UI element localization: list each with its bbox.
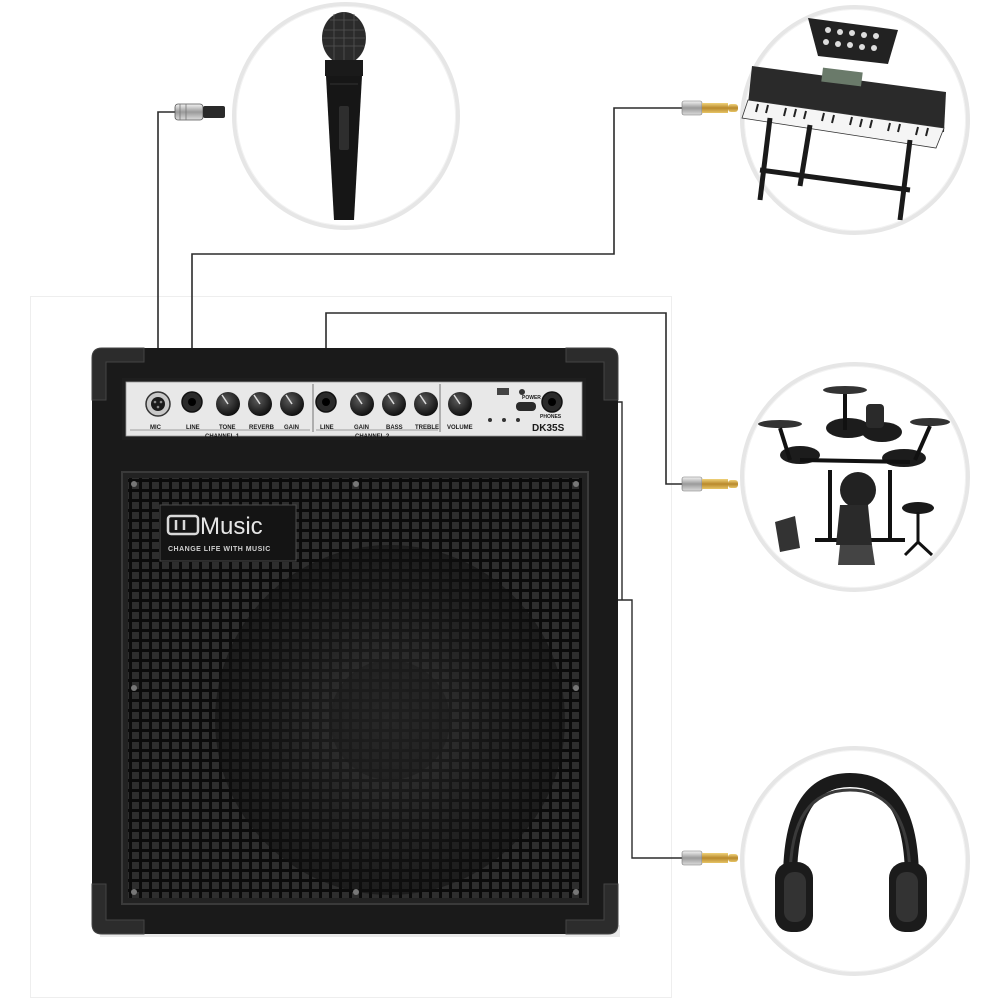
headphone-plug [681,850,738,866]
label-line-2: LINE [320,425,334,431]
label-reverb: REVERB [249,425,275,431]
knob-volume [448,392,472,416]
label-tone: TONE [219,425,236,431]
keyboard-plug [681,100,738,116]
label-phones: PHONES [540,414,562,420]
label-channel-1: CHANNEL 1 [205,434,240,440]
brand-logo-icon [166,514,200,536]
label-line-1: LINE [186,425,200,431]
xlr-connector [174,103,225,121]
label-gain-2: GAIN [354,425,369,431]
knob-gain-2 [350,392,374,416]
knob-bass [382,392,406,416]
label-volume: VOLUME [447,425,473,431]
brand-name: Music [200,513,263,540]
label-model: DK35S [532,423,565,434]
drum-cable [325,312,682,485]
knob-tone [216,392,240,416]
label-gain-1: GAIN [284,425,299,431]
keyboard-cable [191,107,682,392]
label-channel-2: CHANNEL 2 [355,434,390,440]
knob-treble [414,392,438,416]
label-treble: TREBLE [415,425,439,431]
power-led-icon [519,389,525,395]
headphones-illustration [775,772,927,932]
usb-port-icon [497,388,509,395]
mic-cable [157,111,175,392]
amplifier: MIC LINE TONE REVERB GAIN LINE GAIN BASS… [91,347,620,937]
label-bass: BASS [386,425,403,431]
label-mic: MIC [150,425,162,431]
knob-gain-1 [280,392,304,416]
drum-plug [681,476,738,492]
label-power: POWER [522,395,541,401]
keyboard-illustration [741,18,946,221]
brand-tagline: CHANGE LIFE WITH MUSIC [168,546,271,553]
drum-kit-illustration [758,386,950,565]
bluetooth-badge-icon [516,402,536,411]
background-frame [30,296,672,998]
microphone-illustration [322,12,366,220]
knob-reverb [248,392,272,416]
